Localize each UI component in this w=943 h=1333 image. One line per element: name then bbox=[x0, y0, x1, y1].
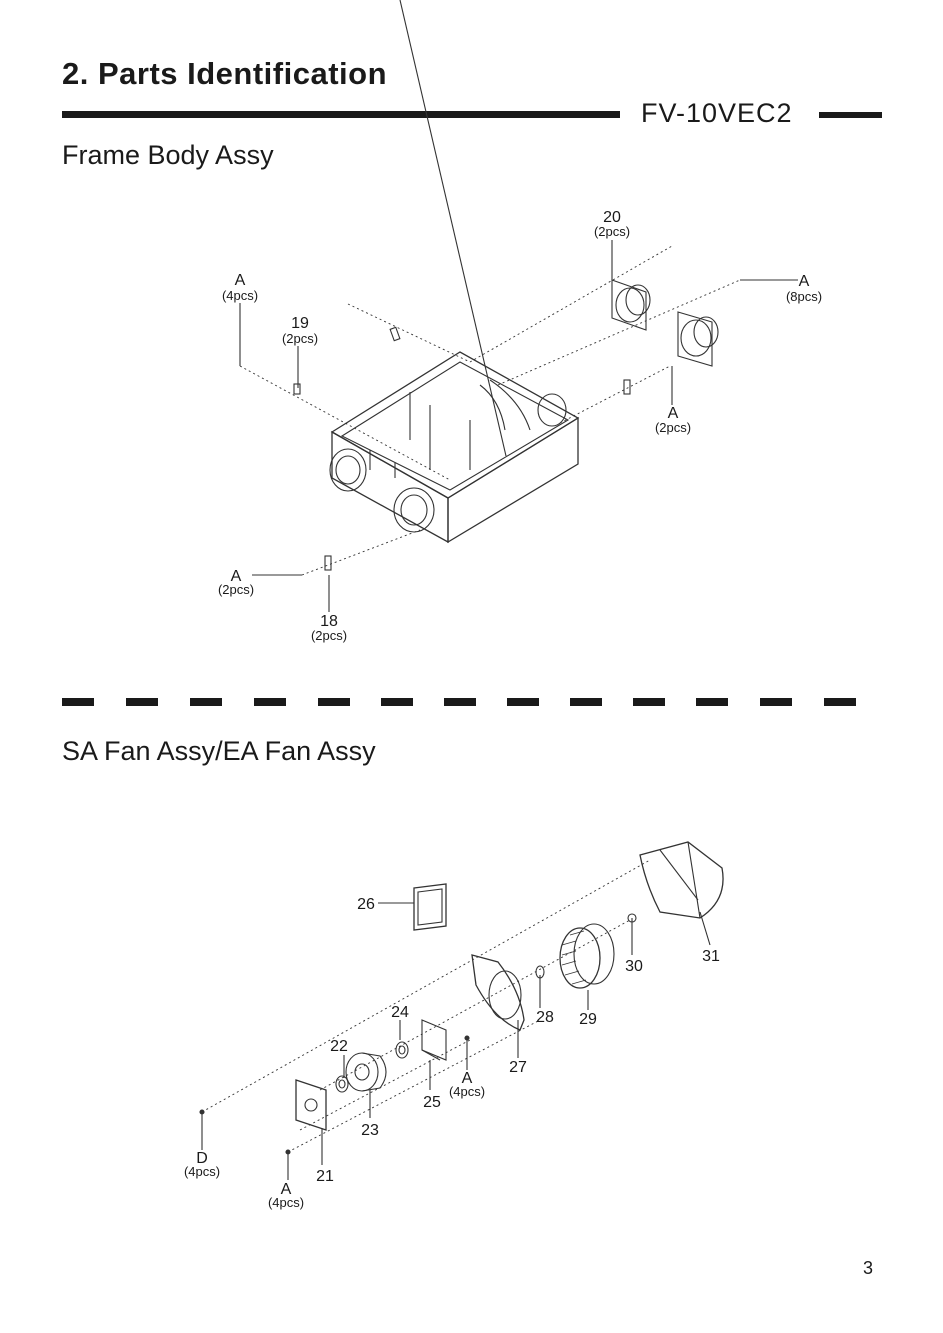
fan-assy-callouts: 26 24 22 23 25 A (4pcs) 27 28 29 30 31 D… bbox=[184, 896, 720, 1210]
section-divider bbox=[62, 698, 856, 706]
callout-19-number: 19 bbox=[291, 315, 309, 332]
callout-a-right-mid-number: A bbox=[668, 405, 679, 422]
callout-29: 29 bbox=[579, 1011, 597, 1028]
callout-18-qty: (2pcs) bbox=[311, 628, 347, 643]
callout-a-left-bottom-number: A bbox=[231, 568, 242, 585]
callout-a-right-top-qty: (8pcs) bbox=[786, 289, 822, 304]
page-title: 2. Parts Identification bbox=[62, 56, 388, 91]
section-heading-fan-assy: SA Fan Assy/EA Fan Assy bbox=[62, 736, 376, 766]
callout-a2-qty: (4pcs) bbox=[268, 1195, 304, 1210]
callout-19-qty: (2pcs) bbox=[282, 331, 318, 346]
callout-22: 22 bbox=[330, 1038, 348, 1055]
callout-23: 23 bbox=[361, 1122, 379, 1139]
callout-21: 21 bbox=[316, 1168, 334, 1185]
callout-25: 25 bbox=[423, 1094, 441, 1111]
callout-31: 31 bbox=[702, 948, 720, 965]
callout-d-qty: (4pcs) bbox=[184, 1164, 220, 1179]
callout-30: 30 bbox=[625, 958, 643, 975]
callout-26: 26 bbox=[357, 896, 375, 913]
callout-a2-number: A bbox=[281, 1181, 292, 1198]
callout-a-right-mid-qty: (2pcs) bbox=[655, 420, 691, 435]
header-rules bbox=[62, 111, 882, 118]
frame-body-drawing bbox=[239, 0, 798, 612]
callout-24: 24 bbox=[391, 1004, 409, 1021]
model-number: FV-10VEC2 bbox=[641, 98, 793, 128]
callout-a-fan-qty: (4pcs) bbox=[449, 1084, 485, 1099]
fan-assy-drawing bbox=[199, 841, 724, 1180]
section-heading-frame-body: Frame Body Assy bbox=[62, 140, 274, 170]
callout-a-fan-number: A bbox=[462, 1070, 473, 1087]
callout-a-left-bottom-qty: (2pcs) bbox=[218, 582, 254, 597]
callout-27: 27 bbox=[509, 1059, 527, 1076]
callout-20-number: 20 bbox=[603, 209, 621, 226]
callout-a-right-top-number: A bbox=[799, 273, 810, 290]
callout-a-left-top-number: A bbox=[235, 272, 246, 289]
callout-d-number: D bbox=[196, 1150, 208, 1167]
callout-20-qty: (2pcs) bbox=[594, 224, 630, 239]
callout-18-number: 18 bbox=[320, 613, 338, 630]
callout-a-left-top-qty: (4pcs) bbox=[222, 288, 258, 303]
callout-28: 28 bbox=[536, 1009, 554, 1026]
frame-body-callouts: 20 (2pcs) A (4pcs) A (8pcs) 19 (2pcs) A … bbox=[218, 209, 822, 643]
page-number: 3 bbox=[862, 1258, 873, 1278]
